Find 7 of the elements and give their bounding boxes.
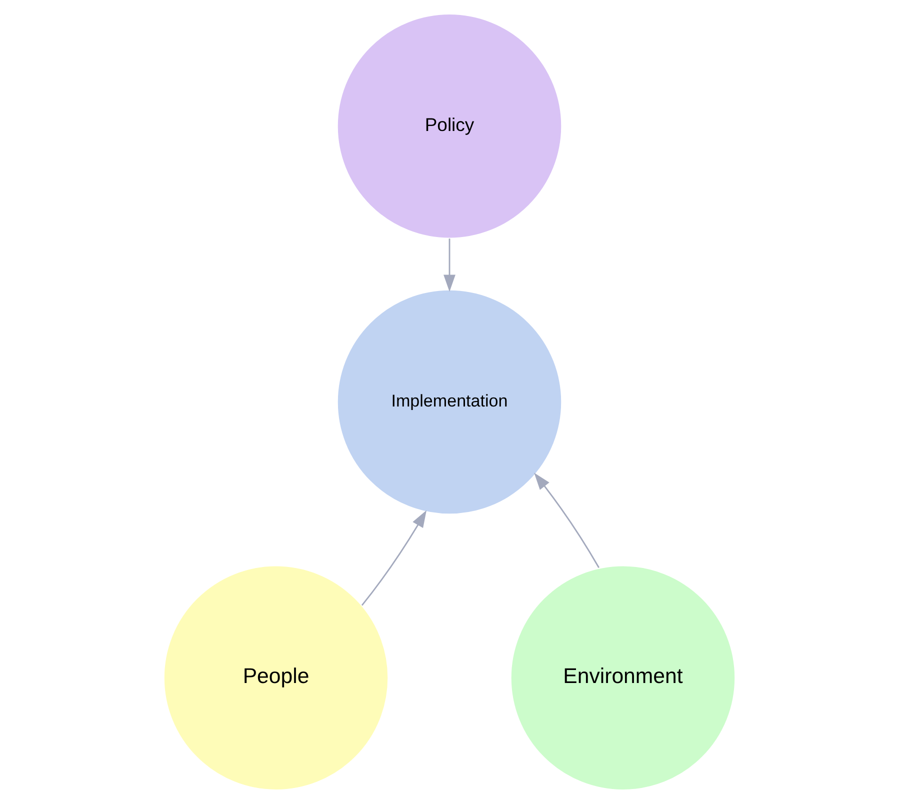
- arrow: [360, 510, 426, 606]
- node-circle: Implementation: [336, 288, 562, 516]
- arrow: [534, 472, 599, 568]
- node-circle: Policy: [336, 13, 562, 240]
- arrow: [443, 238, 455, 292]
- node-circle: Environment: [509, 564, 736, 791]
- node-circle: People: [162, 564, 389, 791]
